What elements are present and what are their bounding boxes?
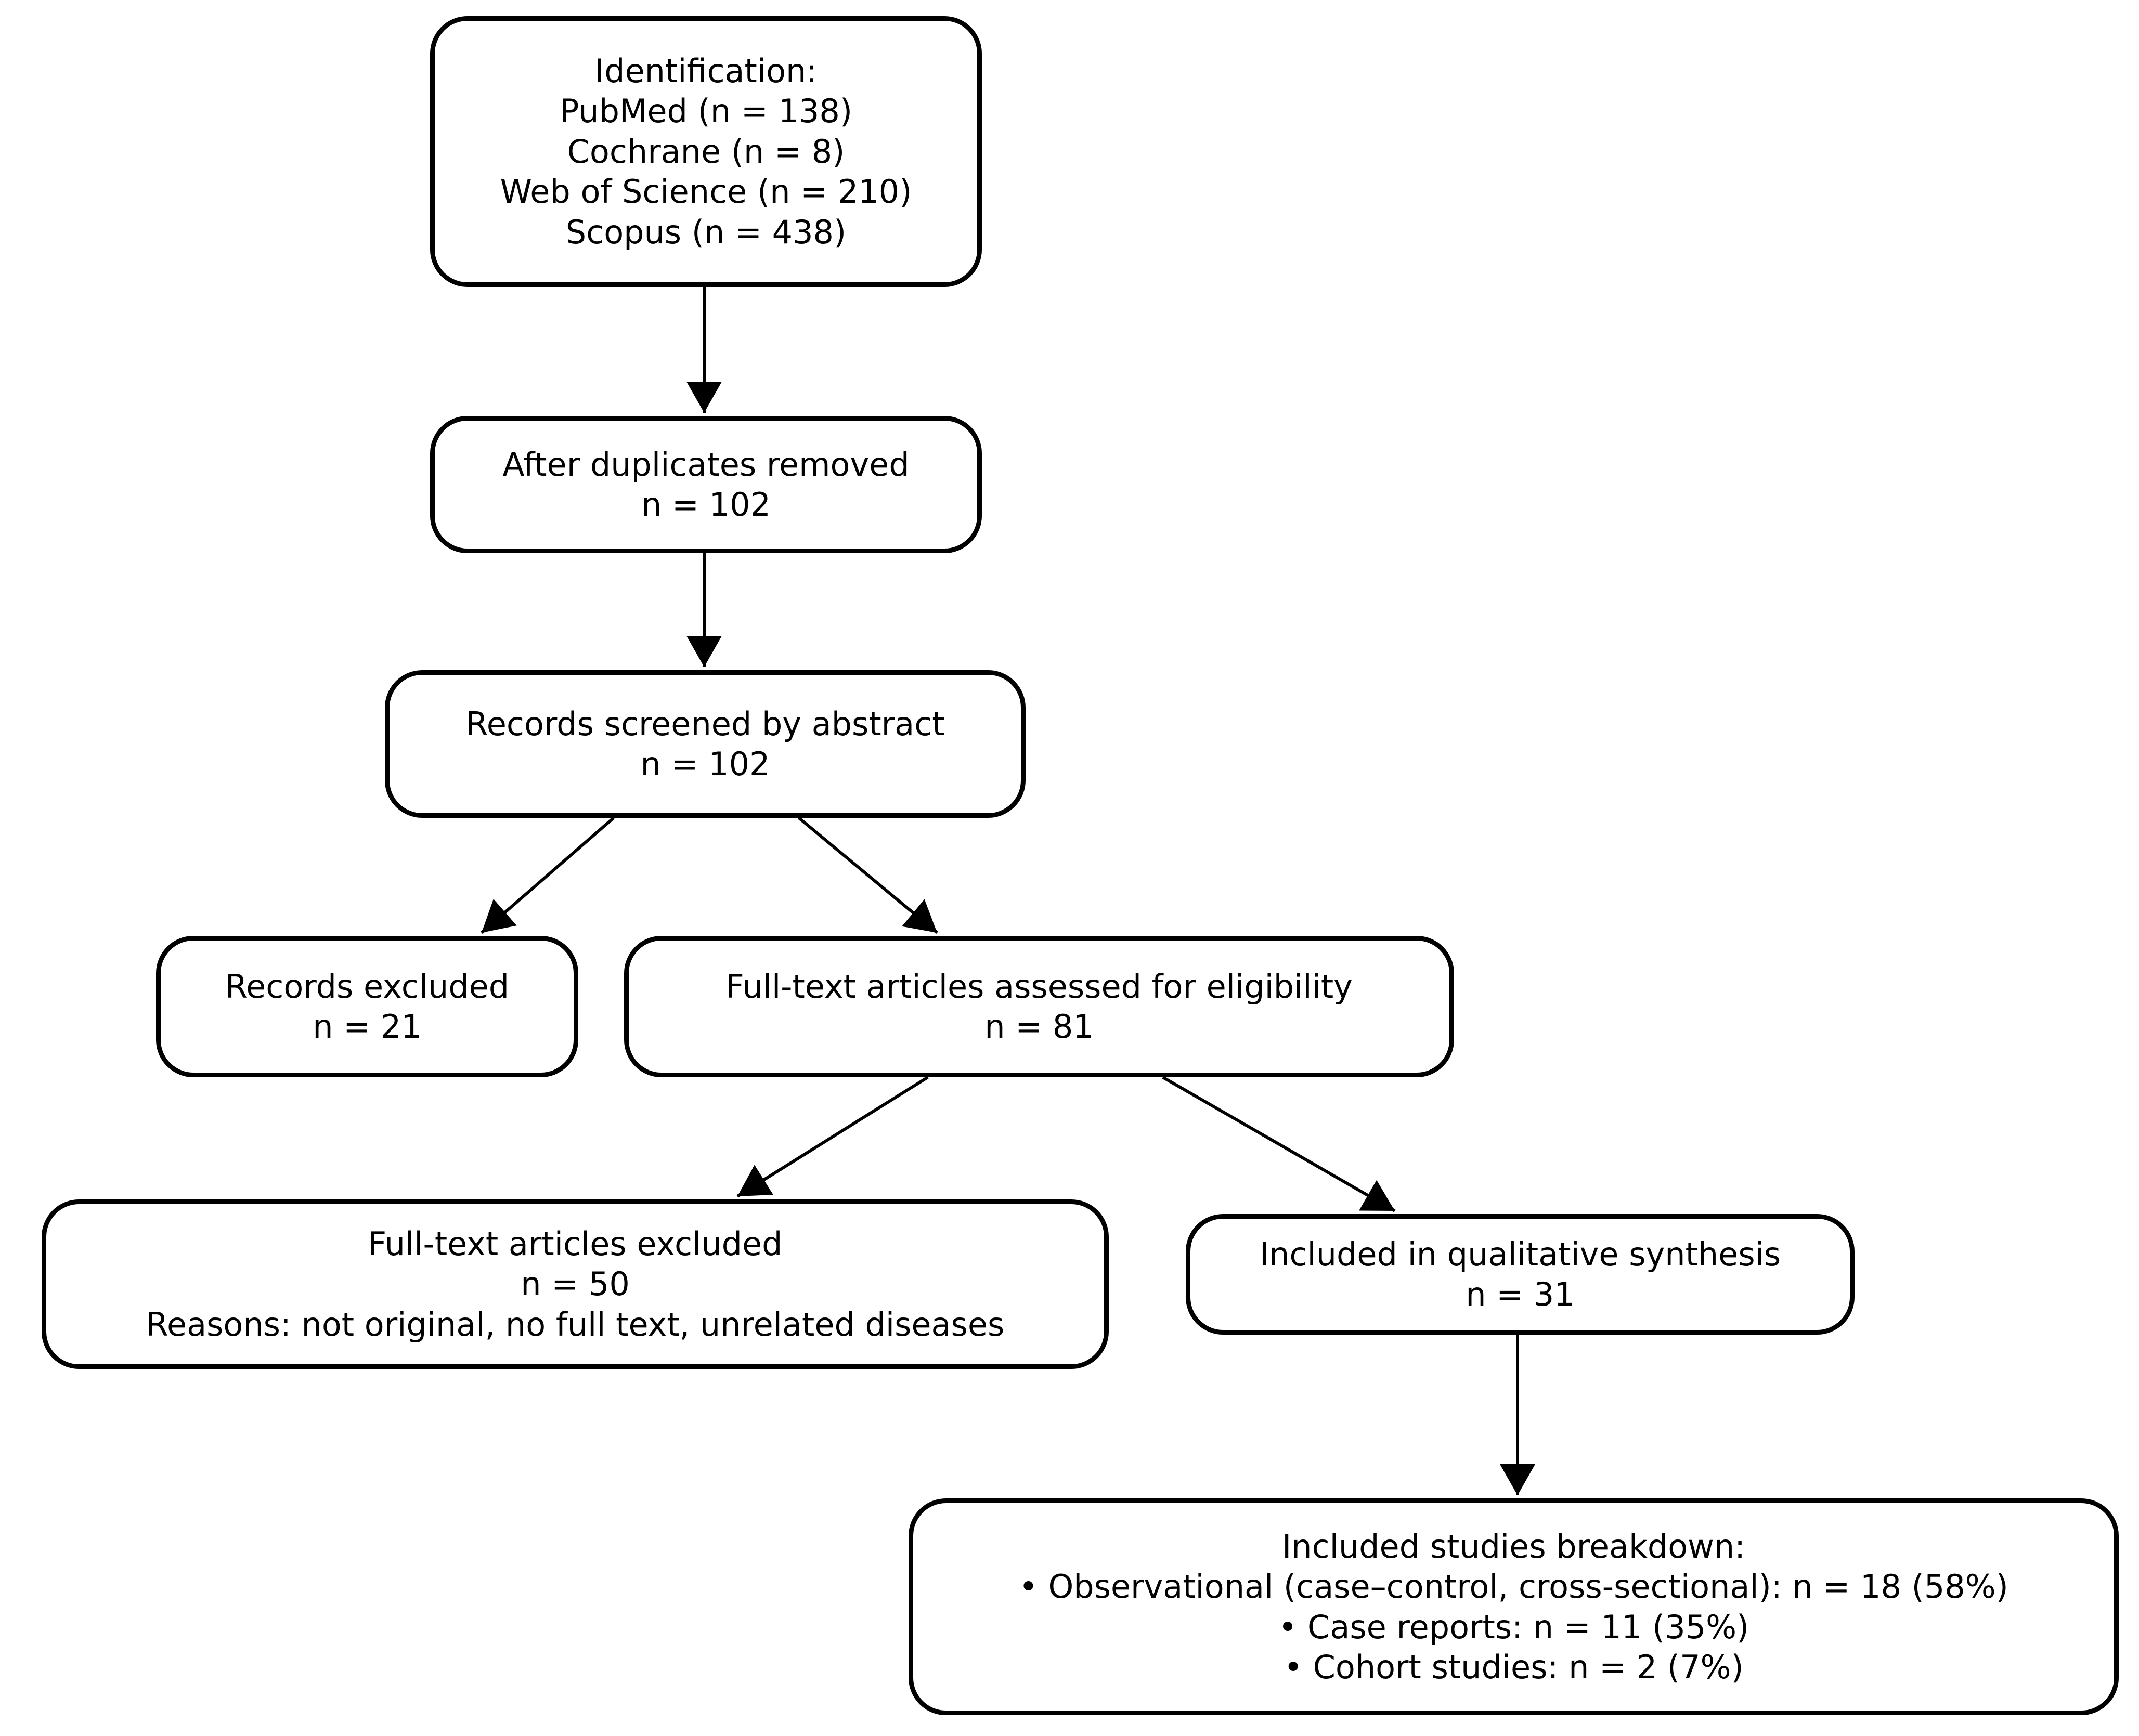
box-qualitative-synthesis: Included in qualitative synthesis n = 31: [1186, 1214, 1855, 1335]
box-included-studies-breakdown: Included studies breakdown: • Observatio…: [909, 1498, 2119, 1715]
qualitative-label: Included in qualitative synthesis: [1259, 1235, 1781, 1273]
box-records-screened: Records screened by abstract n = 102: [385, 670, 1026, 818]
box-identification: Identification: PubMed (n = 138) Cochran…: [430, 16, 982, 287]
records-excluded-label: Records excluded: [225, 967, 510, 1006]
arrow-assessed-to-qualitative: [1162, 1076, 1396, 1212]
identification-scopus-count: Scopus (n = 438): [565, 213, 847, 251]
arrow-screened-to-records-excluded: [481, 816, 615, 934]
fulltext-excluded-label: Full-text articles excluded: [368, 1224, 783, 1263]
breakdown-cohort-studies: • Cohort studies: n = 2 (7%): [1284, 1648, 1744, 1686]
arrow-assessed-to-fulltext-excluded: [736, 1076, 929, 1198]
fulltext-assessed-label: Full-text articles assessed for eligibil…: [725, 967, 1353, 1006]
identification-pubmed-count: PubMed (n = 138): [559, 92, 853, 130]
fulltext-excluded-count: n = 50: [521, 1265, 630, 1303]
fulltext-excluded-reasons: Reasons: not original, no full text, unr…: [146, 1305, 1005, 1343]
box-records-excluded: Records excluded n = 21: [156, 936, 578, 1077]
breakdown-case-reports: • Case reports: n = 11 (35%): [1278, 1608, 1749, 1646]
screened-count: n = 102: [640, 745, 770, 783]
box-fulltext-assessed: Full-text articles assessed for eligibil…: [624, 936, 1454, 1077]
breakdown-title: Included studies breakdown:: [1281, 1527, 1746, 1565]
arrow-screened-to-fulltext-assessed: [798, 816, 938, 934]
screened-label: Records screened by abstract: [465, 704, 945, 743]
records-excluded-count: n = 21: [313, 1008, 422, 1046]
duplicates-count: n = 102: [641, 486, 771, 524]
box-fulltext-excluded: Full-text articles excluded n = 50 Reaso…: [42, 1199, 1109, 1369]
identification-cochrane-count: Cochrane (n = 8): [567, 132, 845, 171]
identification-title: Identification:: [594, 51, 818, 90]
breakdown-observational: • Observational (case–control, cross-sec…: [1019, 1568, 2008, 1606]
identification-webofscience-count: Web of Science (n = 210): [500, 173, 912, 211]
duplicates-label: After duplicates removed: [502, 445, 910, 484]
fulltext-assessed-count: n = 81: [984, 1008, 1094, 1046]
qualitative-count: n = 31: [1466, 1275, 1575, 1313]
box-after-duplicates-removed: After duplicates removed n = 102: [430, 416, 982, 553]
